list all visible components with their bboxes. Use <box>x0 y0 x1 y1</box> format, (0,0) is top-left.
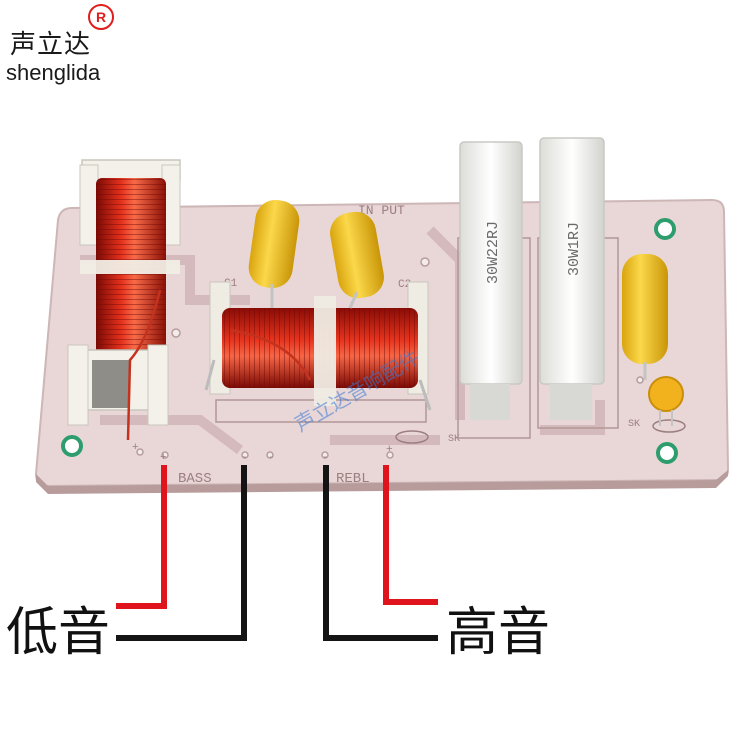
resistor-1ohm: 30W1RJ <box>539 137 605 420</box>
polarity-bass-minus: - <box>241 452 248 464</box>
brand-name-cn: 声立达 <box>10 30 92 60</box>
capacitor-c3 <box>622 254 668 380</box>
treble-inductor <box>204 281 432 411</box>
treble-wires <box>323 465 438 641</box>
capacitor-c2 <box>330 211 384 309</box>
polarity-treble-plus: + <box>386 444 393 456</box>
silkscreen-treble: REBL <box>336 471 370 487</box>
bass-inductor <box>67 159 181 441</box>
silkscreen-sk-2: SK <box>628 419 640 430</box>
capacitor-c1 <box>248 199 300 308</box>
bass-output-label: 低音 <box>6 603 111 663</box>
resistor-22ohm: 30W22RJ <box>459 141 523 420</box>
silkscreen-input: IN PUT <box>358 203 405 218</box>
treble-output-label: 高音 <box>446 603 551 663</box>
polarity-bass-plus: + <box>132 442 139 454</box>
silkscreen-bass: BASS <box>178 471 212 487</box>
polarity-treble-minus: - <box>322 452 329 464</box>
resistor-2-marking: 30W1RJ <box>566 222 583 276</box>
ceramic-capacitor <box>648 376 684 426</box>
silkscreen-sk-1: SK <box>448 434 460 445</box>
resistor-1-marking: 30W22RJ <box>485 221 502 284</box>
polarity-bass-plus-2: + <box>160 452 167 464</box>
brand-name-en: shenglida <box>6 60 101 85</box>
registered-mark-icon: R <box>88 4 114 30</box>
bass-wires <box>116 465 247 641</box>
polarity-bass-minus-2: - <box>268 452 275 464</box>
